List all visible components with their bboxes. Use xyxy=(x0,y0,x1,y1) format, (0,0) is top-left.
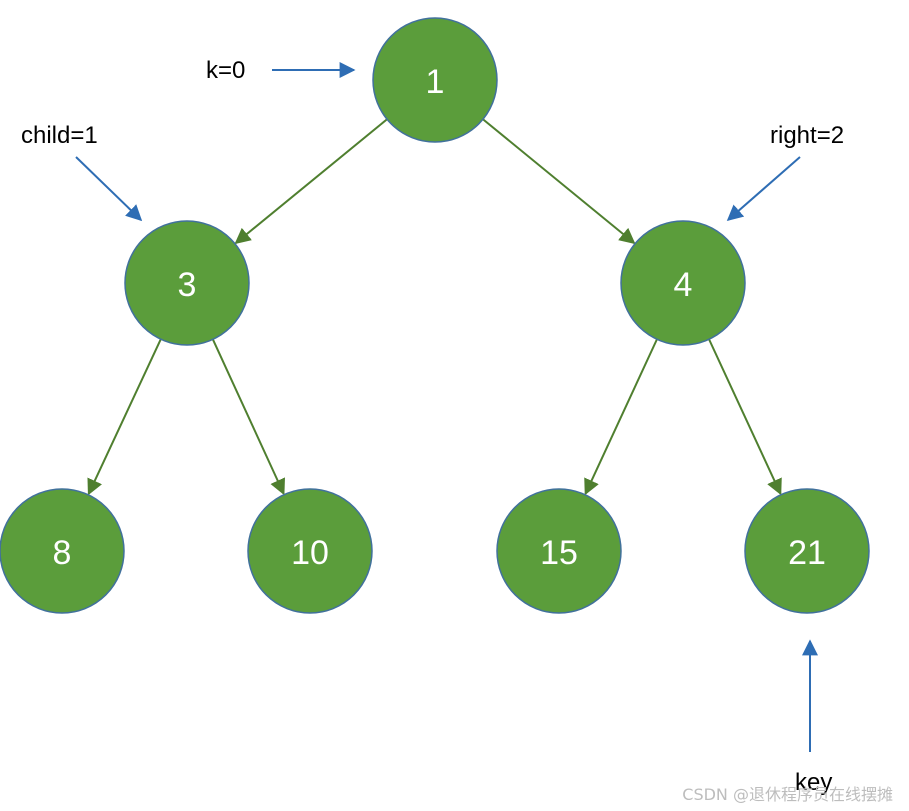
tree-node-1: 1 xyxy=(372,17,498,143)
tree-nodes: 1 3 4 8 10 15 21 xyxy=(0,17,870,614)
node-label: 8 xyxy=(53,534,72,572)
child-label: child=1 xyxy=(21,122,98,149)
tree-node-21: 21 xyxy=(744,488,870,614)
node-label: 4 xyxy=(674,266,693,304)
node-label: 15 xyxy=(540,534,578,572)
node-label: 1 xyxy=(426,63,445,101)
node-label: 3 xyxy=(178,266,197,304)
node-circle xyxy=(496,488,622,614)
node-circle xyxy=(620,220,746,346)
tree-node-3: 3 xyxy=(124,220,250,346)
watermark: CSDN @退休程序员在线摆摊 xyxy=(682,785,893,804)
node-circle xyxy=(372,17,498,143)
tree-edge-n3-n10 xyxy=(210,335,285,496)
tree-node-10: 10 xyxy=(247,488,373,614)
node-label: 10 xyxy=(291,534,329,572)
tree-edges xyxy=(87,115,782,496)
node-circle xyxy=(0,488,125,614)
node-circle xyxy=(744,488,870,614)
k-label: k=0 xyxy=(206,57,245,84)
annotations: k=0 child=1 right=2 key xyxy=(21,57,844,796)
node-circle xyxy=(124,220,250,346)
tree-edge-n1-n4 xyxy=(479,115,636,245)
tree-edge-n1-n3 xyxy=(234,115,391,245)
right-label: right=2 xyxy=(770,122,844,149)
node-label: 21 xyxy=(788,534,826,572)
tree-edge-n4-n21 xyxy=(706,335,782,496)
tree-node-8: 8 xyxy=(0,488,125,614)
child-arrow xyxy=(75,156,143,222)
node-circle xyxy=(247,488,373,614)
tree-node-15: 15 xyxy=(496,488,622,614)
tree-edge-n3-n8 xyxy=(87,335,164,496)
right-arrow xyxy=(726,156,801,222)
key-label: key xyxy=(795,769,832,796)
tree-edge-n4-n15 xyxy=(584,335,660,496)
tree-node-4: 4 xyxy=(620,220,746,346)
